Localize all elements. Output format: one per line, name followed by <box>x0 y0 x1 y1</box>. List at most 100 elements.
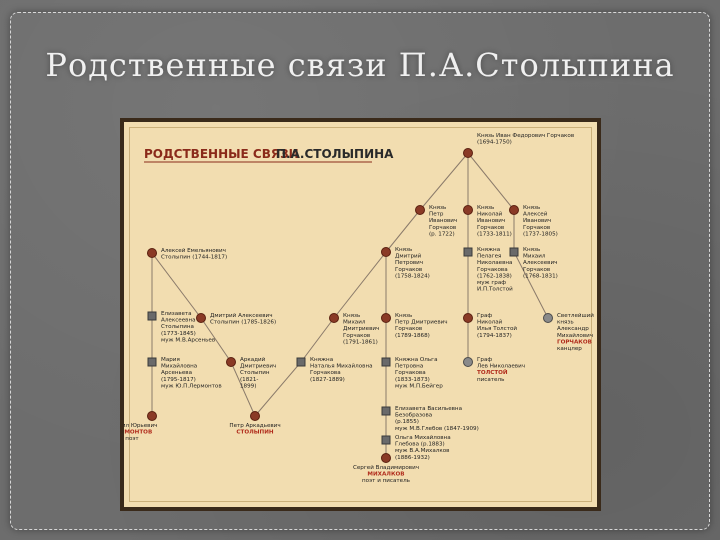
node-label-line: Петрович <box>395 260 423 266</box>
node-label-line: Горчакова <box>310 370 341 376</box>
square-marker <box>381 406 391 416</box>
node-label-line: Михайловна <box>161 363 197 370</box>
node-label-line: (1694-1750) <box>477 140 512 146</box>
tree-nodes: Князь Иван Федорович Горчаков(1694-1750)… <box>124 133 594 484</box>
node-label-highlight: СТОЛЫПИН <box>236 430 273 436</box>
node-label-line: Безобразова <box>395 413 432 419</box>
diagram-panel: РОДСТВЕННЫЕ СВЯЗИ П.А.СТОЛЫПИНА Князь Ив… <box>120 118 601 511</box>
node-label-line: Дмитриевич <box>240 364 276 370</box>
round-marker <box>543 313 553 323</box>
slide-title: Родственные связи П.А.Столыпина <box>45 46 675 84</box>
node-label-line: муж М.В.Глебов (1847-1909) <box>395 426 479 432</box>
edge-mikhail_d-natalia <box>300 317 335 363</box>
node-label-line: (1762-1838) <box>477 273 512 279</box>
node-label-line: муж М.В.Арсеньев <box>161 337 215 343</box>
round-marker <box>329 313 339 323</box>
round-marker <box>147 411 157 421</box>
node-label-line: Князь Иван Федорович Горчаков <box>477 133 574 139</box>
square-marker <box>147 311 157 321</box>
node-label-line: Иванович <box>523 218 551 224</box>
node-label-line: Горчаков <box>477 225 504 231</box>
node-label-line: (1773-1845) <box>161 331 196 337</box>
edge-stolypin_a-dmitry_s <box>151 252 202 319</box>
node-label-line: Горчаков <box>429 225 456 231</box>
node-label-line: Аркадий <box>240 356 266 363</box>
node-label-line: поэт <box>125 436 139 442</box>
node-label-line: Михаил <box>523 254 546 260</box>
node-label-line: Мария <box>161 357 180 363</box>
node-label-line: Михаил <box>343 320 366 326</box>
node-label-highlight: ТОЛСТОЙ <box>477 368 508 376</box>
node-label-line: писатель <box>477 377 504 383</box>
node-label-line: 1899) <box>240 383 256 389</box>
node-label-line: Горчакова <box>477 267 508 273</box>
round-marker <box>463 205 473 215</box>
node-label-line: муж В.А.Михалков <box>395 448 449 454</box>
node-label-line: (1758-1824) <box>395 273 430 279</box>
node-label-line: Горчаков <box>523 267 550 273</box>
node-label-line: Николай <box>477 211 503 218</box>
node-label-line: поэт и писатель <box>362 478 410 484</box>
node-label-line: Александр <box>557 326 589 332</box>
round-marker <box>381 247 391 257</box>
tree-edges <box>151 152 549 458</box>
round-marker <box>147 248 157 258</box>
node-label-line: (1794-1837) <box>477 333 512 339</box>
square-marker <box>509 247 519 257</box>
node-label-line: Михайлович <box>557 332 593 339</box>
node-label-highlight: МИХАЛКОВ <box>367 472 404 478</box>
node-label-line: Арсеньева <box>161 370 192 376</box>
node-label-line: Горчаков <box>343 333 370 339</box>
node-label-line: Дмитрий <box>395 253 422 260</box>
node-label-line: (р.1855) <box>395 419 419 425</box>
node-label-line: Светлейший <box>557 312 594 319</box>
node-label-line: Столыпин (1785-1826) <box>210 320 276 326</box>
round-marker <box>463 313 473 323</box>
node-label-line: Пелагея <box>477 254 501 260</box>
round-marker <box>196 313 206 323</box>
node-label-line: Алексей <box>523 211 548 218</box>
round-marker <box>463 357 473 367</box>
node-label-line: Глебова (р.1883) <box>395 442 445 448</box>
node-root: Князь Иван Федорович Горчаков(1694-1750) <box>463 133 574 158</box>
node-label-line: Петр Дмитриевич <box>395 320 448 326</box>
node-olga: Княжна ОльгаПетровнаГорчакова(1833-1873)… <box>381 357 443 389</box>
edge-petr-dmitry_p <box>385 209 421 253</box>
node-label-line: Княжна <box>477 247 500 253</box>
node-label-line: Николаевна <box>477 260 512 266</box>
edge-petr_a-natalia <box>254 361 302 417</box>
square-marker <box>381 357 391 367</box>
node-label-line: Князь <box>395 313 412 319</box>
node-label-line: Наталья Михайловна <box>310 363 373 370</box>
slide-frame <box>10 12 710 530</box>
node-label-line: Столыпин <box>240 370 270 376</box>
node-label-line: (1821- <box>240 377 258 383</box>
node-label-line: Дмитрий Алексеевич <box>210 312 273 319</box>
node-label-line: (1733-1811) <box>477 231 512 237</box>
node-label-line: Князь <box>523 247 540 253</box>
node-label-line: Петр Аркадьевич <box>229 423 280 429</box>
node-elizaveta: ЕлизаветаАлексеевнаСтолыпина(1773-1845)м… <box>147 311 215 343</box>
node-label-line: Ольга Михайловна <box>395 434 451 441</box>
node-label-line: Дмитриевич <box>343 326 379 332</box>
node-label-line: Алексеевич <box>523 260 557 266</box>
node-label-line: Князь <box>343 313 360 319</box>
edge-root-petr <box>419 152 469 211</box>
node-label-line: Столыпина <box>161 324 194 330</box>
round-marker <box>381 453 391 463</box>
round-marker <box>250 411 260 421</box>
node-label-line: князь <box>557 320 574 326</box>
node-label-line: (1768-1831) <box>523 273 558 279</box>
square-marker <box>463 247 473 257</box>
node-label-line: канцлер <box>557 346 582 352</box>
node-label-line: Елизавета Васильевна <box>395 406 462 412</box>
